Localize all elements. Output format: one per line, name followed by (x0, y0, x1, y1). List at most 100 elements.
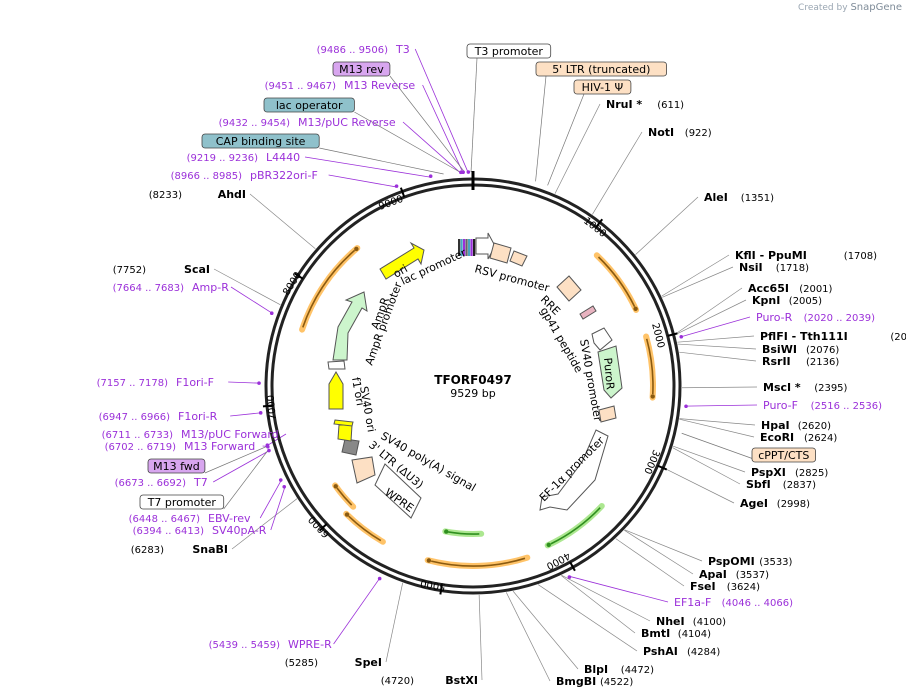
feature-label-ori: ori (391, 262, 410, 280)
enzyme-coord: (4472) (621, 665, 654, 676)
primer-connector (422, 84, 464, 174)
snapgene-watermark: Created by SnapGene (798, 2, 902, 13)
puror-shape (597, 345, 623, 399)
enzyme-apai: ApaI (699, 568, 727, 581)
primer-t7: T7 (193, 476, 208, 489)
f1-ori-shape (328, 371, 344, 410)
enzyme-connector (635, 196, 699, 255)
primer-connector (259, 479, 283, 519)
enzyme-connector (681, 386, 758, 389)
enzyme-connector (677, 335, 755, 343)
ori-shape (379, 241, 425, 280)
primer-connector (230, 412, 262, 417)
orf-arc (593, 252, 640, 313)
enzyme-nsii: NsiI (739, 261, 763, 274)
enzyme-coord: (2001) (799, 284, 832, 295)
enzyme-connector (615, 538, 685, 587)
sv40-ori-strip (333, 419, 354, 427)
enzyme-coord: (2998) (777, 499, 810, 510)
primer-coord: (2516 .. 2536) (811, 401, 883, 412)
lac-operator-stripe (470, 239, 473, 256)
lac-operator-stripe (458, 239, 461, 256)
box-connector (354, 111, 461, 173)
tick-mark (667, 332, 678, 337)
feature-box-m13-rev (332, 61, 391, 77)
feature-box-label: T7 promoter (147, 496, 217, 509)
box-connector (389, 75, 465, 173)
primer-connector (270, 486, 286, 531)
tick-mark (657, 464, 668, 471)
rre-shape (556, 275, 582, 302)
primer-f1ori-f: F1ori-F (176, 376, 214, 389)
enzyme-connector (560, 575, 636, 634)
enzyme-hpai: HpaI (761, 419, 790, 432)
plasmid-name: TFORF0497 (434, 373, 511, 387)
primer-coord: (6702 .. 6719) (105, 442, 177, 453)
orf-arrow-head (354, 246, 359, 252)
tick-mark (439, 584, 443, 595)
orf-arrow-head (650, 394, 655, 399)
primer-connector (230, 286, 273, 314)
tick-label: 7000 (266, 394, 279, 420)
sv40-ori-shape (337, 424, 353, 442)
enzyme-connector (672, 447, 741, 485)
ampr-promoter-shape (327, 360, 346, 370)
orf-arrow (597, 256, 636, 308)
tick-label: 3000 (641, 448, 661, 476)
primer-coord: (5439 .. 5459) (209, 640, 281, 651)
primer-mark (278, 478, 283, 482)
enzyme-coord: (611) (657, 100, 684, 111)
enzyme-kpni: KpnI (752, 294, 780, 307)
primer-coord: (6947 .. 6966) (99, 412, 171, 423)
enzyme-connector (478, 594, 483, 681)
primer-coord: (7157 .. 7178) (97, 378, 169, 389)
feature-box-hiv-1 (573, 79, 632, 95)
primer-coord: (6394 .. 6413) (133, 526, 205, 537)
feature-box-t3-promoter (466, 43, 552, 59)
sv40-polya-shape (341, 438, 360, 456)
feature-box-label: lac operator (276, 99, 343, 112)
orf-arrow-head (633, 306, 638, 311)
ampr-shape (332, 291, 368, 361)
primer-m13-reverse: M13 Reverse (344, 79, 415, 92)
enzyme-connector (679, 418, 756, 426)
primer-mark (428, 174, 433, 179)
primer-amp-r: Amp-R (192, 281, 229, 294)
enzyme-connector (675, 299, 747, 335)
enzyme-coord: (4104) (678, 629, 711, 640)
feature-box-cap-binding-site (201, 133, 320, 149)
enzyme-coord: (2136) (806, 357, 839, 368)
feature-box-t7-promoter (139, 494, 225, 510)
primer-connector (402, 121, 462, 174)
lac-operator-stripe (468, 239, 471, 256)
tick-mark (569, 561, 576, 572)
feature-box-label: 5' LTR (truncated) (552, 63, 650, 76)
enzyme-acc65i: Acc65I (748, 282, 789, 295)
enzyme-nrui: NruI * (606, 98, 642, 111)
enzyme-coord: (8233) (149, 190, 182, 201)
enzyme-spei: SpeI (355, 656, 382, 669)
lac-operator-stripe (463, 239, 466, 256)
orf-arrow-head (426, 558, 432, 563)
ltr5-shape (489, 242, 512, 264)
enzyme-connector (537, 584, 638, 652)
primer-coord: (4046 .. 4066) (722, 598, 794, 609)
feature-label-f1-ori: f1 ori (349, 376, 367, 407)
orf-arc (544, 503, 605, 549)
feature-label-rsv-promoter: RSV promoter (473, 262, 551, 295)
primer-mark (466, 170, 471, 174)
gp41-shape (579, 305, 597, 320)
primer-mark (257, 381, 261, 385)
enzyme-coord: (4100) (693, 617, 726, 628)
enzyme-coord: (2076) (806, 345, 839, 356)
primer-marks (257, 170, 688, 581)
enzyme-coord: (2624) (804, 433, 837, 444)
primer-sv40pa-r: SV40pA-R (212, 524, 267, 537)
feature-label-puror: PuroR (601, 357, 617, 390)
hiv-psi-shape (509, 250, 528, 267)
tick-label: 5000 (420, 577, 447, 592)
enzyme-coord: (7752) (113, 265, 146, 276)
enzyme-bstxi: BstXI (445, 674, 478, 687)
primer-connector (304, 156, 431, 178)
